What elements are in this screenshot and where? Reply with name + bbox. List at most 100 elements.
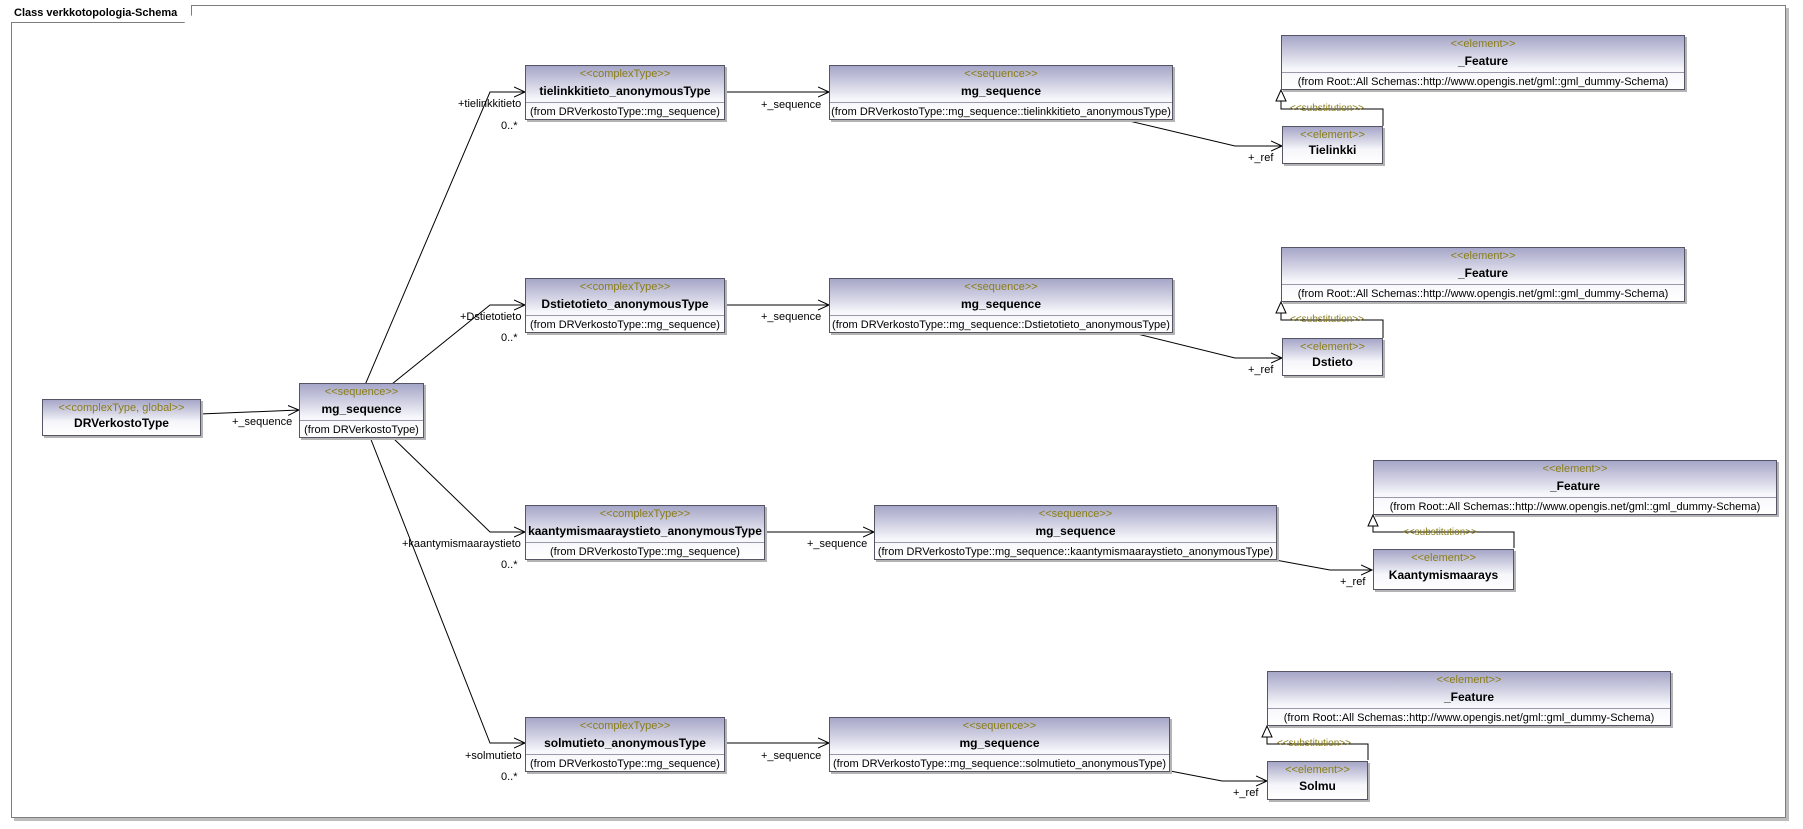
class-origin: (from DRVerkostoType::mg_sequence::Dstie… [830,315,1172,332]
stereotype-label: <<complexType>> [579,720,671,732]
edge-root-sequence [199,410,299,414]
label-ref-3: +_ref [1340,576,1366,588]
substitution-label-4: <<substitution>> [1277,738,1351,749]
role-label-kaantymismaaraystieto: +kaantymismaaraystieto [402,538,521,550]
edge-ref-1 [1124,119,1282,146]
class-feature-4[interactable]: <<element>> _Feature (from Root::All Sch… [1267,671,1671,726]
class-origin: (from DRVerkostoType::mg_sequence) [526,315,724,332]
stereotype-label: <<element>> [1542,463,1608,475]
class-origin: (from DRVerkostoType::mg_sequence) [526,754,724,771]
class-name: DRVerkostoType [74,416,169,430]
class-name: Tielinkki [1308,143,1357,157]
stereotype-label: <<element>> [1450,250,1516,262]
class-feature-1[interactable]: <<element>> _Feature (from Root::All Sch… [1281,35,1685,90]
role-label-solmutieto: +solmutieto [465,750,522,762]
class-origin: (from DRVerkostoType::mg_sequence) [526,542,764,559]
stereotype-label: <<sequence>> [964,281,1038,293]
generalization-arrow-1 [1275,88,1287,102]
stereotype-label: <<element>> [1300,341,1365,353]
role-label-dstietotieto: +Dstietotieto [460,311,522,323]
class-kaantymismaarays[interactable]: <<element>> Kaantymismaarays [1373,549,1514,590]
multiplicity-label: 0..* [501,771,518,783]
class-dstieto[interactable]: <<element>> Dstieto [1282,338,1383,376]
class-solmu[interactable]: <<element>> Solmu [1267,761,1368,800]
class-origin: (from DRVerkostoType) [300,420,423,437]
class-name: _Feature [1457,266,1509,280]
multiplicity-label: 0..* [501,332,518,344]
class-origin: (from Root::All Schemas::http://www.open… [1282,284,1684,301]
class-origin: (from DRVerkostoType::mg_sequence::kaant… [875,542,1276,559]
class-origin: (from DRVerkostoType::mg_sequence) [526,102,724,119]
class-root-mg-sequence[interactable]: <<sequence>> mg_sequence (from DRVerkost… [299,383,424,438]
class-name: Kaantymismaarays [1388,568,1499,582]
class-name: Dstieto [1312,355,1353,369]
edge-role-dstietotieto [391,305,525,385]
multiplicity-label: 0..* [501,559,518,571]
class-name: mg_sequence [960,297,1042,311]
edge-ref-3 [1269,558,1372,570]
role-label-tielinkkitieto: +tielinkkitieto [458,98,522,110]
class-name: tielinkkitieto_anonymousType [539,84,711,98]
stereotype-label: <<sequence>> [964,68,1038,80]
stereotype-label: <<element>> [1285,764,1350,776]
class-name: mg_sequence [1035,524,1116,538]
generalization-arrow-2 [1275,300,1287,314]
label-type-sequence-3: +_sequence [807,538,868,550]
class-name: _Feature [1549,479,1601,493]
label-type-sequence-1: +_sequence [761,99,822,111]
label-root-sequence: +_sequence [232,416,293,428]
class-dstietotieto-sequence[interactable]: <<sequence>> mg_sequence (from DRVerkost… [829,278,1173,333]
class-name: _Feature [1443,690,1495,704]
substitution-label-2: <<substitution>> [1290,314,1364,325]
label-ref-2: +_ref [1248,364,1274,376]
class-feature-2[interactable]: <<element>> _Feature (from Root::All Sch… [1281,247,1685,302]
stereotype-label: <<sequence>> [1038,508,1113,520]
class-name: mg_sequence [959,736,1040,750]
multiplicity-label: 0..* [501,120,518,132]
class-origin: (from Root::All Schemas::http://www.open… [1268,708,1670,725]
label-type-sequence-4: +_sequence [761,750,822,762]
class-name: solmutieto_anonymousType [544,736,706,750]
edge-role-solmutieto [369,436,525,743]
class-name: Dstietotieto_anonymousType [541,297,709,311]
class-kaantymismaaraystieto-type[interactable]: <<complexType>> kaantymismaaraystieto_an… [525,505,765,560]
stereotype-label: <<element>> [1411,552,1476,564]
class-name: Solmu [1299,779,1336,793]
substitution-label-3: <<substitution>> [1403,527,1477,538]
stereotype-label: <<complexType, global>> [58,402,185,414]
class-origin: (from DRVerkostoType::mg_sequence::solmu… [830,754,1169,771]
generalization-arrow-4 [1261,724,1273,738]
edge-role-tielinkkitieto [364,92,525,386]
generalization-arrow-3 [1367,513,1379,527]
class-tielinkkitieto-type[interactable]: <<complexType>> tielinkkitieto_anonymous… [525,65,725,120]
edge-ref-2 [1124,330,1282,358]
stereotype-label: <<sequence>> [324,386,399,398]
class-origin: (from Root::All Schemas::http://www.open… [1282,72,1684,89]
stereotype-label: <<element>> [1300,129,1365,141]
label-type-sequence-2: +_sequence [761,311,822,323]
stereotype-label: <<complexType>> [579,281,671,293]
substitution-label-1: <<substitution>> [1290,103,1364,114]
stereotype-label: <<element>> [1450,38,1516,50]
class-name: mg_sequence [321,402,402,416]
edge-ref-4 [1164,769,1267,781]
diagram-title: Class verkkotopologia-Schema [11,5,192,23]
label-ref-4: +_ref [1233,787,1259,799]
class-feature-3[interactable]: <<element>> _Feature (from Root::All Sch… [1373,460,1777,515]
stereotype-label: <<complexType>> [579,68,671,80]
class-origin: (from DRVerkostoType::mg_sequence::tieli… [830,102,1172,119]
stereotype-label: <<element>> [1436,674,1502,686]
class-drverkostotype[interactable]: <<complexType, global>> DRVerkostoType [42,399,201,436]
stereotype-label: <<complexType>> [599,508,691,520]
class-name: kaantymismaaraystieto_anonymousType [528,524,762,538]
stereotype-label: <<sequence>> [962,720,1037,732]
class-tielinkki[interactable]: <<element>> Tielinkki [1282,126,1383,164]
class-name: mg_sequence [960,84,1042,98]
class-dstietotieto-type[interactable]: <<complexType>> Dstietotieto_anonymousTy… [525,278,725,333]
edge-role-kaantymismaaraystieto [391,436,525,532]
class-kaantymismaaraystieto-sequence[interactable]: <<sequence>> mg_sequence (from DRVerkost… [874,505,1277,560]
class-tielinkkitieto-sequence[interactable]: <<sequence>> mg_sequence (from DRVerkost… [829,65,1173,120]
class-solmutieto-sequence[interactable]: <<sequence>> mg_sequence (from DRVerkost… [829,717,1170,772]
class-solmutieto-type[interactable]: <<complexType>> solmutieto_anonymousType… [525,717,725,772]
